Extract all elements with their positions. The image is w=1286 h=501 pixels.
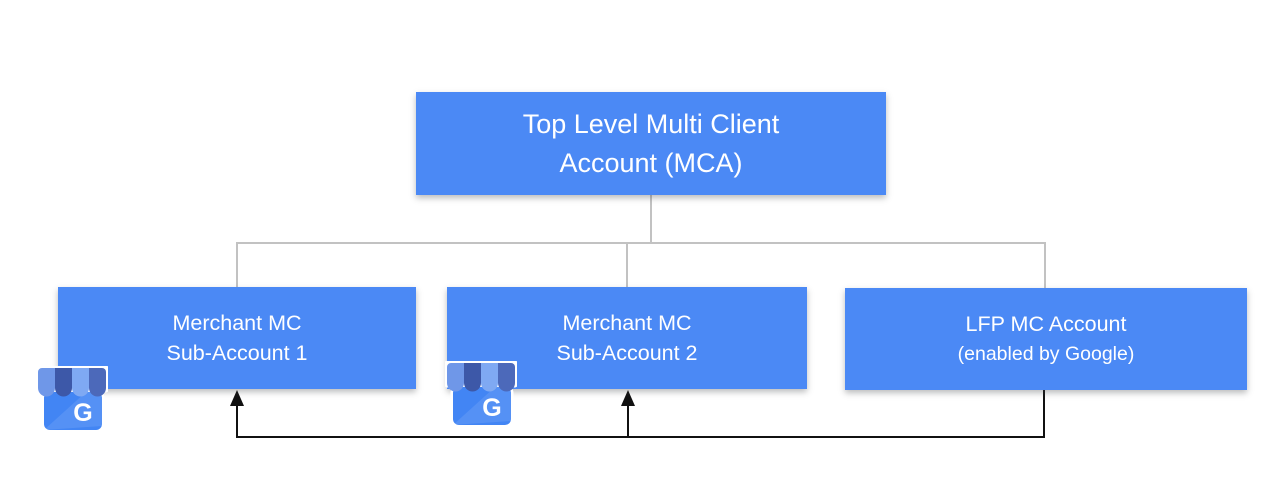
connector-mca-stem (650, 195, 652, 243)
node-merchant-sub-account-1: Merchant MC Sub-Account 1 (58, 287, 416, 389)
flow-line-from-lfp (1043, 390, 1045, 438)
node-label-line2: Sub-Account 2 (556, 341, 698, 365)
node-label-line2: (enabled by Google) (957, 343, 1135, 365)
google-business-storefront-icon: G (36, 366, 108, 432)
connector-drop-lfp (1044, 243, 1046, 289)
connector-drop-sub2 (626, 243, 628, 288)
node-top-level-mca: Top Level Multi Client Account (MCA) (416, 92, 886, 195)
google-business-storefront-icon: G (445, 361, 517, 427)
connector-tree-horizontal (236, 242, 1046, 244)
node-lfp-mc-account: LFP MC Account (enabled by Google) (845, 288, 1247, 390)
google-g-letter: G (73, 399, 92, 427)
flow-line-to-sub1 (236, 403, 238, 437)
connector-drop-sub1 (236, 243, 238, 288)
node-label-line1: Merchant MC (562, 311, 692, 335)
node-label-line1: Merchant MC (172, 311, 302, 335)
arrowhead-to-sub2 (621, 390, 635, 406)
flow-line-horizontal (236, 436, 1045, 438)
flow-line-to-sub2 (627, 403, 629, 437)
node-label-line1: Top Level Multi Client (522, 108, 780, 139)
node-label-line2: Sub-Account 1 (166, 341, 308, 365)
node-label-line1: LFP MC Account (965, 312, 1127, 336)
arrowhead-to-sub1 (230, 390, 244, 406)
google-g-letter: G (482, 394, 501, 422)
node-label-line2: Account (MCA) (559, 147, 743, 178)
